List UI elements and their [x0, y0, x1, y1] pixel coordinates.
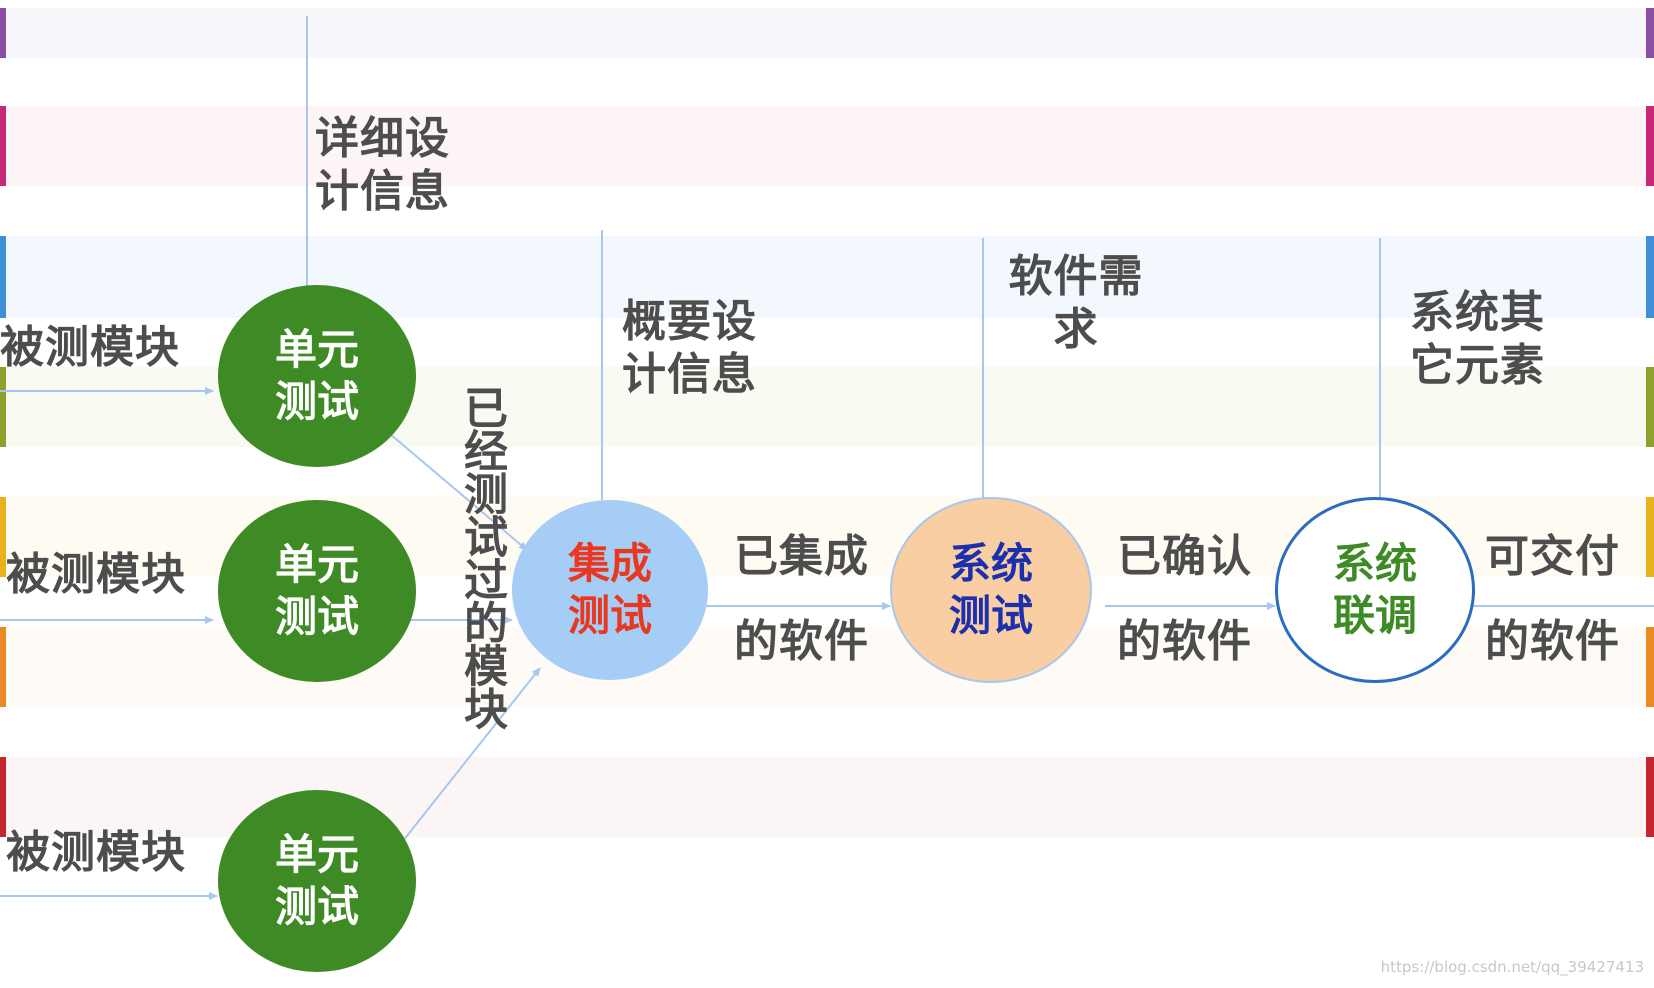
- edge-tab: [1646, 8, 1654, 58]
- node-unit-test-3: 单元测试: [218, 790, 416, 972]
- background-band: [0, 106, 1654, 186]
- background-band: [0, 8, 1654, 58]
- edge-tab: [1646, 627, 1654, 707]
- label-software-requirements: 软件需求: [1008, 251, 1144, 355]
- edge-tab: [1646, 236, 1654, 318]
- node-unit-test-2: 单元测试: [218, 500, 416, 682]
- edge-tab: [0, 497, 6, 577]
- edge-tab: [0, 106, 6, 186]
- input-label-module-2: 被测模块: [6, 549, 186, 600]
- edge-tab: [0, 236, 6, 318]
- node-system-joint-debug-label: 系统联调: [1332, 539, 1417, 640]
- edge-tab: [1646, 106, 1654, 186]
- node-unit-test-2-label: 单元测试: [274, 540, 359, 641]
- node-system-test: 系统测试: [890, 497, 1092, 683]
- input-label-module-1: 被测模块: [0, 322, 180, 373]
- label-deliverable-software-line-1: 可交付: [1485, 531, 1620, 582]
- label-tested-modules: 已经测试过的模块: [456, 385, 507, 729]
- label-integrated-software-line-2: 的软件: [734, 616, 869, 667]
- edge-tab: [0, 367, 6, 447]
- label-integrated-software-line-1: 已集成: [734, 531, 869, 582]
- node-system-joint-debug: 系统联调: [1275, 497, 1475, 683]
- label-deliverable-software-line-2: 的软件: [1485, 616, 1620, 667]
- edge-tab: [1646, 497, 1654, 577]
- edge-tab: [0, 757, 6, 837]
- node-unit-test-1: 单元测试: [218, 285, 416, 467]
- node-integration-test-label: 集成测试: [567, 539, 652, 640]
- edge-tab: [0, 8, 6, 58]
- edge-tab: [0, 627, 6, 707]
- label-system-other-elements: 系统其它元素: [1410, 287, 1545, 391]
- label-confirmed-software-line-2: 的软件: [1117, 616, 1252, 667]
- label-outline-design: 概要设计信息: [622, 296, 757, 400]
- input-label-module-3: 被测模块: [6, 827, 186, 878]
- node-integration-test: 集成测试: [512, 500, 708, 680]
- label-confirmed-software-line-1: 已确认: [1117, 531, 1252, 582]
- label-detailed-design: 详细设计信息: [315, 113, 450, 217]
- edge-tab: [1646, 757, 1654, 837]
- node-unit-test-3-label: 单元测试: [274, 830, 359, 931]
- node-unit-test-1-label: 单元测试: [274, 325, 359, 426]
- node-system-test-label: 系统测试: [948, 539, 1033, 640]
- edge-tab: [1646, 367, 1654, 447]
- watermark: https://blog.csdn.net/qq_39427413: [1380, 958, 1644, 976]
